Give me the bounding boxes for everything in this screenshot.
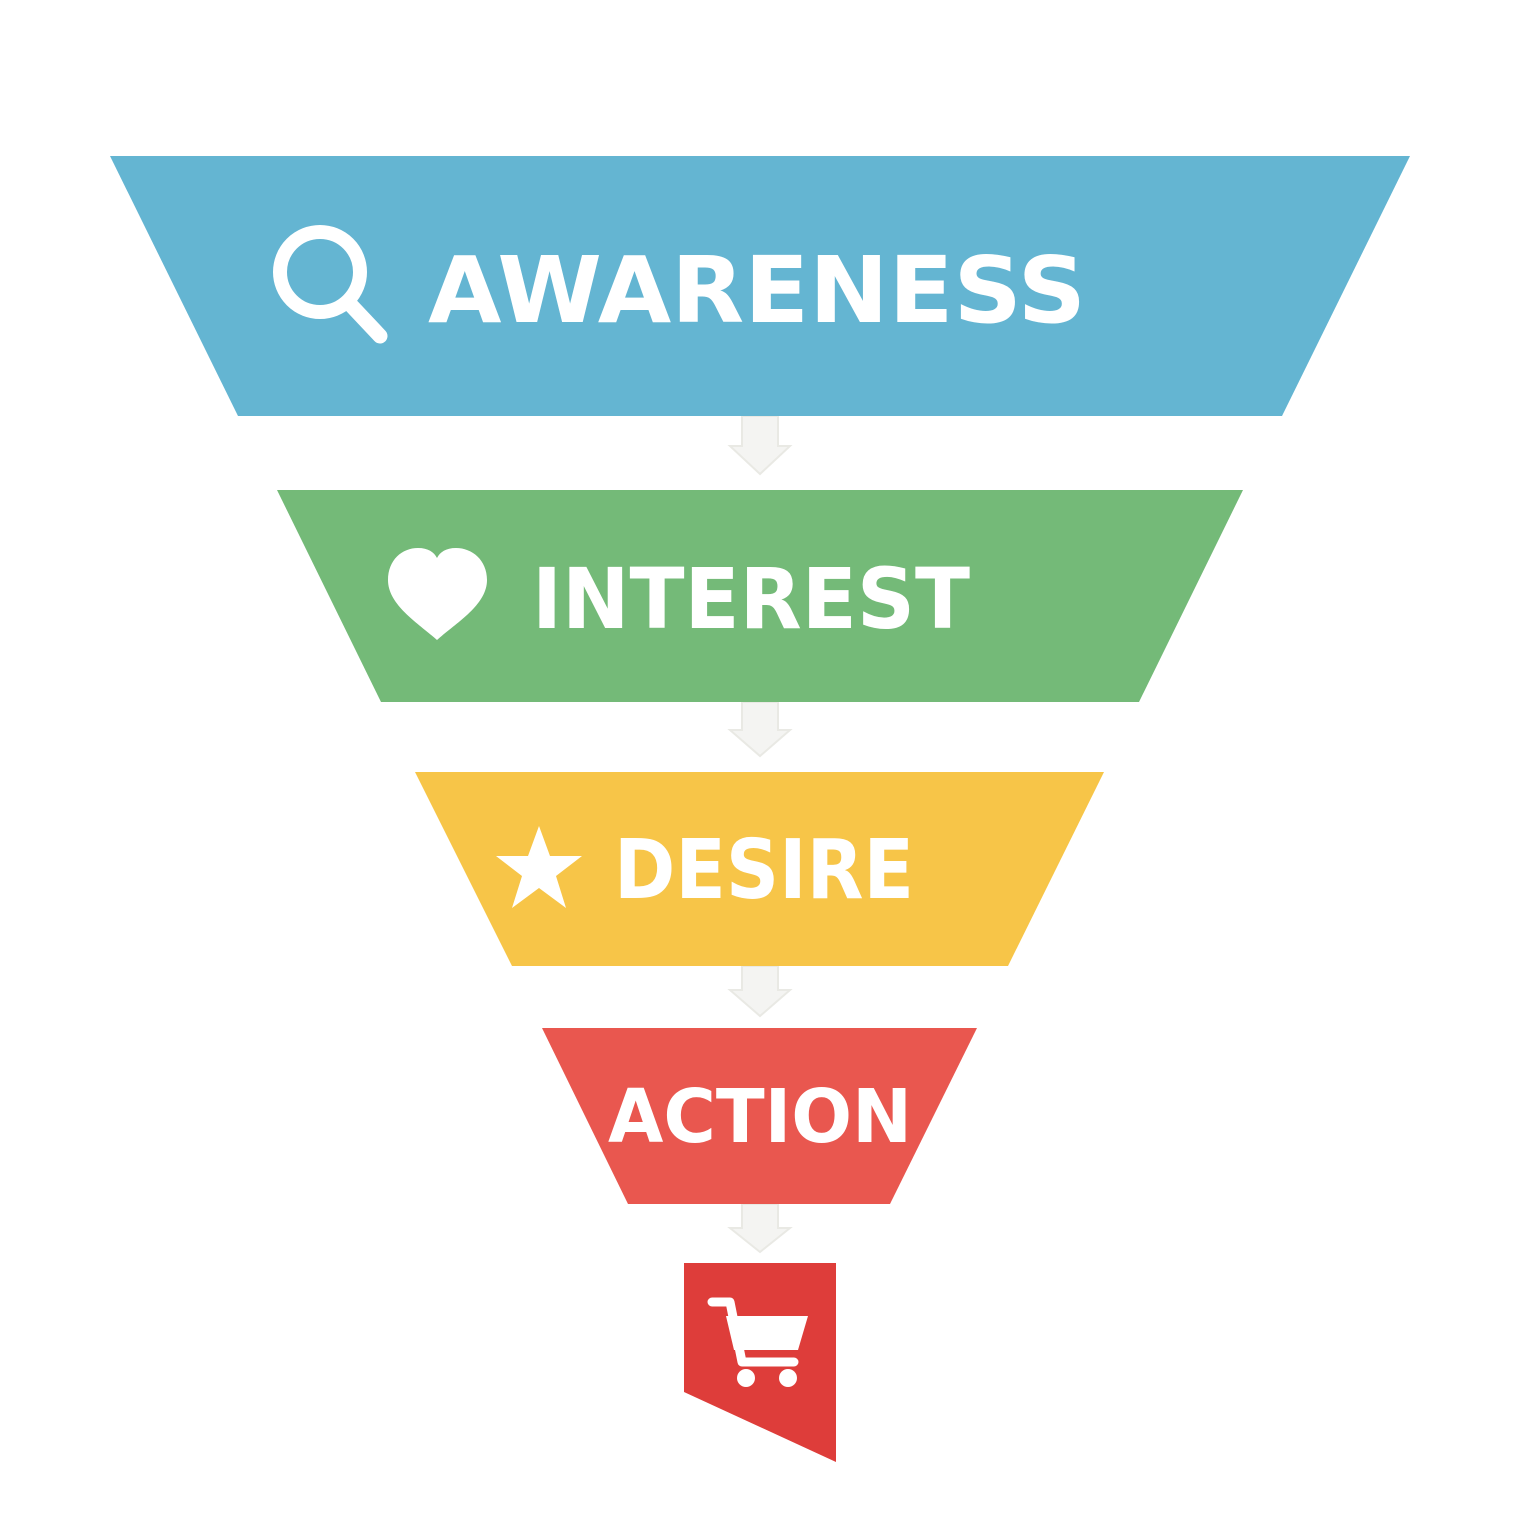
- search-icon: [273, 225, 388, 344]
- stage-desire-label: DESIRE: [614, 823, 914, 918]
- shopping-cart-icon: [707, 1297, 808, 1387]
- funnel-end: [684, 1263, 836, 1462]
- stage-awareness-label: AWARENESS: [428, 237, 1086, 344]
- stage-desire: DESIRE: [415, 772, 1104, 966]
- stage-action-label: ACTION: [608, 1074, 912, 1160]
- stage-interest-label: INTEREST: [532, 550, 970, 648]
- down-arrow-icon: [727, 415, 793, 476]
- heart-icon: [388, 548, 487, 640]
- stage-desire-band: [415, 772, 1104, 966]
- stage-interest: INTEREST: [277, 490, 1243, 702]
- stage-interest-band: [277, 490, 1243, 702]
- stage-action: ACTION: [542, 1028, 977, 1204]
- down-arrow-icon: [727, 1203, 793, 1254]
- connector-arrows: [727, 415, 793, 1254]
- stage-awareness: AWARENESS: [110, 156, 1410, 416]
- stage-awareness-band: [110, 156, 1410, 416]
- stage-action-band: [542, 1028, 977, 1204]
- down-arrow-icon: [727, 701, 793, 758]
- down-arrow-icon: [727, 965, 793, 1018]
- star-icon: [496, 826, 582, 908]
